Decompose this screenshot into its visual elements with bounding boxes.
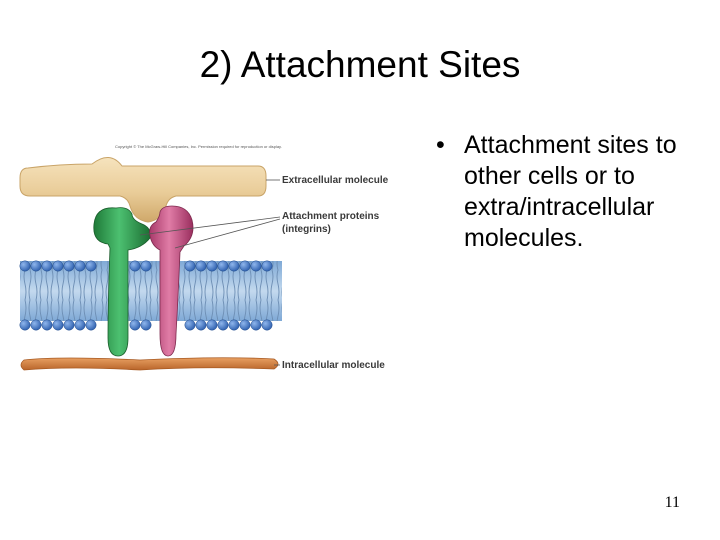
leader-lines: [139, 179, 281, 366]
extracellular-molecule: [19, 157, 267, 223]
phospholipid-head: [85, 260, 97, 272]
integrin-green: [93, 207, 151, 357]
bullet-marker: •: [436, 131, 445, 159]
phospholipid-head: [129, 319, 141, 331]
page-number: 11: [664, 494, 680, 511]
phospholipid-head: [74, 319, 86, 331]
phospholipid-head: [228, 260, 240, 272]
phospholipid-head: [41, 319, 53, 331]
phospholipid-head: [30, 260, 42, 272]
phospholipid-head: [41, 260, 53, 272]
phospholipid-head: [206, 319, 218, 331]
integrin-attachment-figure: Copyright © The McGraw-Hill Companies, I…: [0, 120, 420, 390]
phospholipid-head: [30, 319, 42, 331]
phospholipid-head: [217, 319, 229, 331]
bullet-list: • Attachment sites to other cells or to …: [436, 130, 706, 254]
phospholipid-head: [195, 319, 207, 331]
phospholipid-head: [228, 319, 240, 331]
membrane-diagram: Copyright © The McGraw-Hill Companies, I…: [19, 144, 389, 371]
phospholipid-head: [52, 319, 64, 331]
phospholipid-head: [140, 319, 152, 331]
phospholipid-head: [63, 260, 75, 272]
phospholipid-head: [206, 260, 218, 272]
phospholipid-head: [140, 260, 152, 272]
bullet-item: • Attachment sites to other cells or to …: [436, 130, 706, 254]
phospholipid-head: [195, 260, 207, 272]
phospholipid-head: [19, 319, 31, 331]
phospholipid-head: [129, 260, 141, 272]
slide-title: 2) Attachment Sites: [199, 44, 521, 85]
intracellular-molecule: [20, 357, 279, 371]
label-attachment-proteins: Attachment proteins: [282, 211, 380, 222]
phospholipid-heads-inner: [19, 319, 273, 331]
phospholipid-heads-outer: [19, 260, 273, 272]
lipid-bilayer: [19, 260, 282, 331]
phospholipid-head: [239, 260, 251, 272]
label-extracellular-molecule: Extracellular molecule: [282, 175, 389, 186]
phospholipid-head: [74, 260, 86, 272]
phospholipid-head: [250, 260, 262, 272]
phospholipid-head: [217, 260, 229, 272]
phospholipid-head: [184, 260, 196, 272]
integrin-pink: [149, 205, 194, 357]
label-integrins: (integrins): [282, 224, 331, 235]
bullet-text: Attachment sites to other cells or to ex…: [464, 131, 677, 252]
phospholipid-head: [261, 319, 273, 331]
phospholipid-head: [261, 260, 273, 272]
phospholipid-head: [85, 319, 97, 331]
phospholipid-head: [19, 260, 31, 272]
phospholipid-head: [239, 319, 251, 331]
phospholipid-head: [184, 319, 196, 331]
phospholipid-head: [52, 260, 64, 272]
copyright-notice: Copyright © The McGraw-Hill Companies, I…: [115, 144, 282, 149]
phospholipid-head: [63, 319, 75, 331]
label-intracellular-molecule: Intracellular molecule: [282, 360, 385, 371]
phospholipid-head: [250, 319, 262, 331]
